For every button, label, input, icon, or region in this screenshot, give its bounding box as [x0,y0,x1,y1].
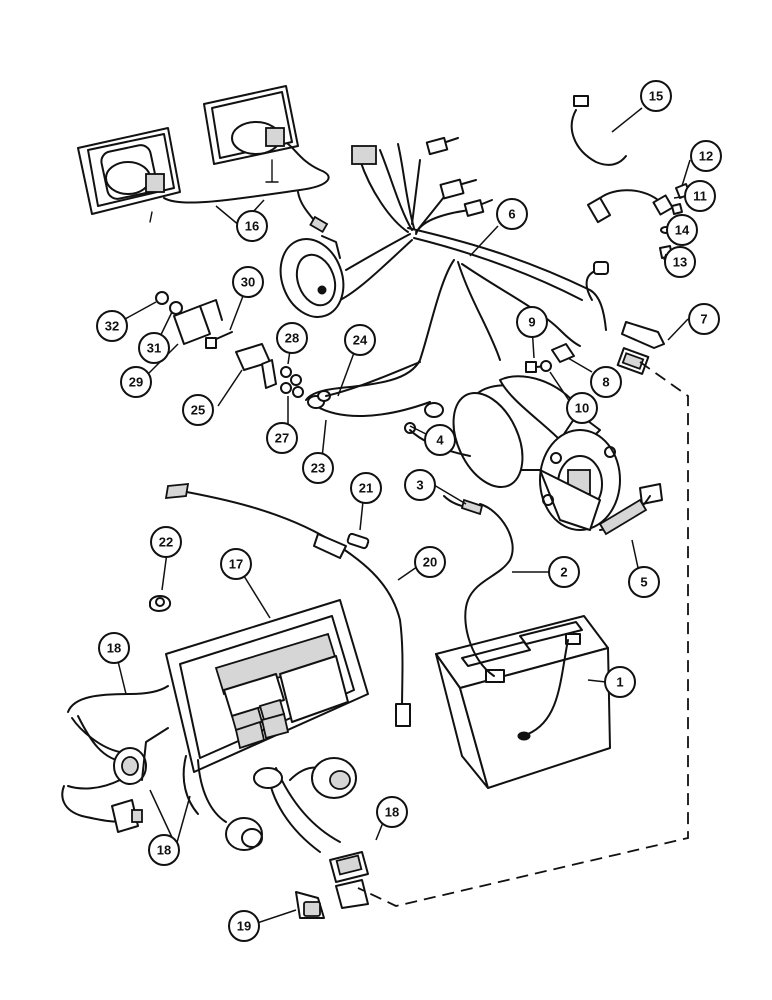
svg-text:17: 17 [229,557,243,572]
svg-text:11: 11 [693,189,707,204]
callout-18b: 18 [148,834,180,866]
callout-29: 29 [120,366,152,398]
callout-27: 27 [266,422,298,454]
washer-31 [169,301,183,315]
sender-unit-a [425,136,459,156]
svg-text:31: 31 [147,341,161,356]
svg-text:3: 3 [416,478,423,493]
svg-text:19: 19 [237,919,251,934]
svg-text:15: 15 [649,89,663,104]
svg-text:22: 22 [159,535,173,550]
svg-text:18: 18 [385,805,399,820]
svg-text:8: 8 [602,375,609,390]
connector-plug-7 [585,261,665,375]
fuse-21 [346,532,370,550]
svg-text:24: 24 [353,333,368,348]
svg-text:20: 20 [423,555,437,570]
callout-12: 12 [690,140,722,172]
connector-cap-19 [295,891,325,919]
headlamp-harness [149,143,330,234]
callout-8: 8 [590,366,622,398]
callout-7: 7 [688,303,720,335]
callout-3: 3 [404,469,436,501]
panel-harness-18 [61,685,263,851]
svg-text:13: 13 [673,255,687,270]
callout-16: 16 [236,210,268,242]
instrument-panel-17 [165,599,369,773]
callout-24: 24 [344,324,376,356]
svg-text:28: 28 [285,331,299,346]
callout-18a: 18 [98,632,130,664]
svg-text:30: 30 [241,275,255,290]
battery [435,615,611,789]
callout-23: 23 [302,452,334,484]
panel-harness-lower [253,757,369,909]
callout-13: 13 [664,246,696,278]
callout-31: 31 [138,332,170,364]
callout-1: 1 [604,666,636,698]
svg-text:32: 32 [105,319,119,334]
svg-text:29: 29 [129,375,143,390]
nuts-28 [280,366,304,398]
callout-30: 30 [232,266,264,298]
starter-motor [452,375,663,536]
callout-21: 21 [350,472,382,504]
svg-text:23: 23 [311,461,325,476]
nut-11 [671,203,683,215]
callout-19: 19 [228,910,260,942]
left-headlamp [77,127,181,215]
callout-17: 17 [220,548,252,580]
callout-20: 20 [414,546,446,578]
svg-text:21: 21 [359,481,373,496]
svg-text:6: 6 [508,207,515,222]
sender-unit-b [439,178,477,200]
callout-18c: 18 [376,796,408,828]
svg-text:25: 25 [191,403,205,418]
main-harness [305,136,607,401]
svg-text:16: 16 [245,219,259,234]
callout-2: 2 [548,556,580,588]
svg-text:1: 1 [616,675,623,690]
callout-10: 10 [566,392,598,424]
lead-20 [164,482,411,727]
harness-boundary-line [357,361,689,907]
callout-32: 32 [96,310,128,342]
callout-5: 5 [628,566,660,598]
callout-22: 22 [150,526,182,558]
callout-11: 11 [684,180,716,212]
callout-25: 25 [182,394,214,426]
horn [279,235,345,318]
bracket-29 [173,299,223,345]
callout-15: 15 [640,80,672,112]
callout-14: 14 [666,214,698,246]
svg-text:18: 18 [157,843,171,858]
clip-22 [149,595,172,612]
sender-unit-c [463,199,493,217]
link-wire-15 [570,95,627,166]
washer-10 [540,360,552,372]
right-headlamp [203,85,299,183]
svg-text:4: 4 [436,433,444,448]
nut-32 [155,291,169,305]
svg-text:9: 9 [528,315,535,330]
callout-9: 9 [516,306,548,338]
svg-text:12: 12 [699,149,713,164]
svg-text:27: 27 [275,431,289,446]
relay-25 [235,343,277,389]
bolt-30 [205,331,233,349]
callout-6: 6 [496,198,528,230]
solenoid-lead-23 [307,361,431,418]
battery-cable-2 [443,495,514,677]
svg-text:14: 14 [675,223,690,238]
callout-28: 28 [276,322,308,354]
svg-text:7: 7 [700,312,707,327]
svg-text:10: 10 [575,401,589,416]
svg-text:18: 18 [107,641,121,656]
callout-4: 4 [424,424,456,456]
svg-text:5: 5 [640,575,647,590]
svg-text:2: 2 [560,565,567,580]
